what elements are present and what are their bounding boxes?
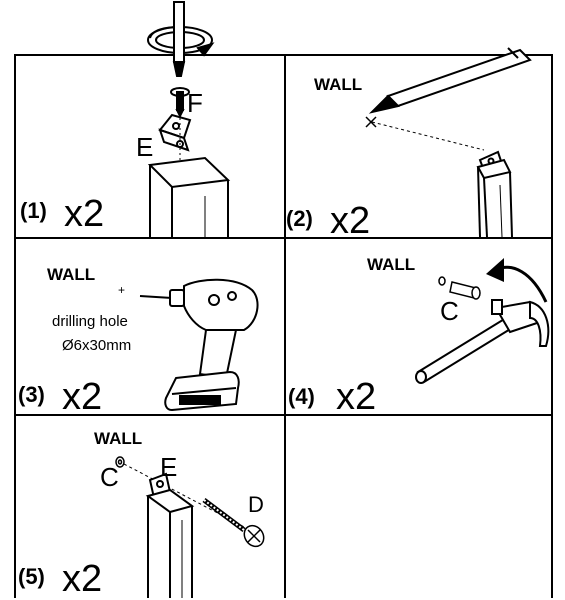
pencil-icon (368, 47, 532, 114)
empty-panel (286, 416, 551, 598)
step-3-plus: + (118, 283, 126, 297)
part-label-d: D (248, 492, 264, 517)
step-2-quantity: x2 (330, 200, 371, 242)
part-label-c-step5: C (100, 462, 119, 492)
grid-row-divider-1 (14, 237, 553, 239)
part-label-e: E (136, 132, 154, 162)
step-2-number: (2) (286, 206, 313, 231)
step-3-note-line2: Ø6x30mm (62, 337, 132, 354)
step-5-wall-label: WALL (94, 429, 143, 448)
step-3-note-line1: drilling hole (52, 313, 128, 330)
power-drill-icon (139, 278, 259, 412)
grid-right-border (551, 54, 553, 598)
curved-arrow-icon (486, 258, 548, 303)
step-1-quantity: x2 (64, 193, 105, 235)
step-4-wall-label: WALL (367, 255, 416, 274)
grid-left-border (14, 54, 16, 598)
step-4-quantity: x2 (336, 376, 377, 418)
part-label-f: F (187, 88, 203, 118)
step-4-number: (4) (288, 384, 315, 409)
step-1-number: (1) (20, 198, 47, 223)
part-label-e-step5: E (160, 452, 178, 482)
step-2-wall-label: WALL (314, 75, 363, 94)
screw-icon (170, 87, 190, 119)
grid-center-divider (284, 54, 286, 598)
screwdriver-icon (172, 1, 186, 77)
marking-line-icon (365, 116, 485, 151)
wall-plug-icon (438, 276, 481, 300)
cabinet-panel-icon (476, 150, 513, 238)
step-5-number: (5) (18, 564, 45, 589)
step-3-wall-label: WALL (47, 265, 96, 284)
wall-plug-icon (115, 456, 125, 468)
part-label-c: C (440, 296, 459, 326)
screw-icon (202, 498, 265, 548)
step-5-quantity: x2 (62, 558, 103, 600)
cabinet-panel-icon (145, 488, 195, 598)
cabinet-panel-icon (147, 156, 231, 237)
step-3-number: (3) (18, 382, 45, 407)
angle-bracket-icon (158, 113, 192, 152)
hammer-icon (415, 299, 550, 384)
grid-top-border (14, 54, 553, 56)
grid-row-divider-2 (14, 414, 553, 416)
step-3-quantity: x2 (62, 376, 103, 418)
